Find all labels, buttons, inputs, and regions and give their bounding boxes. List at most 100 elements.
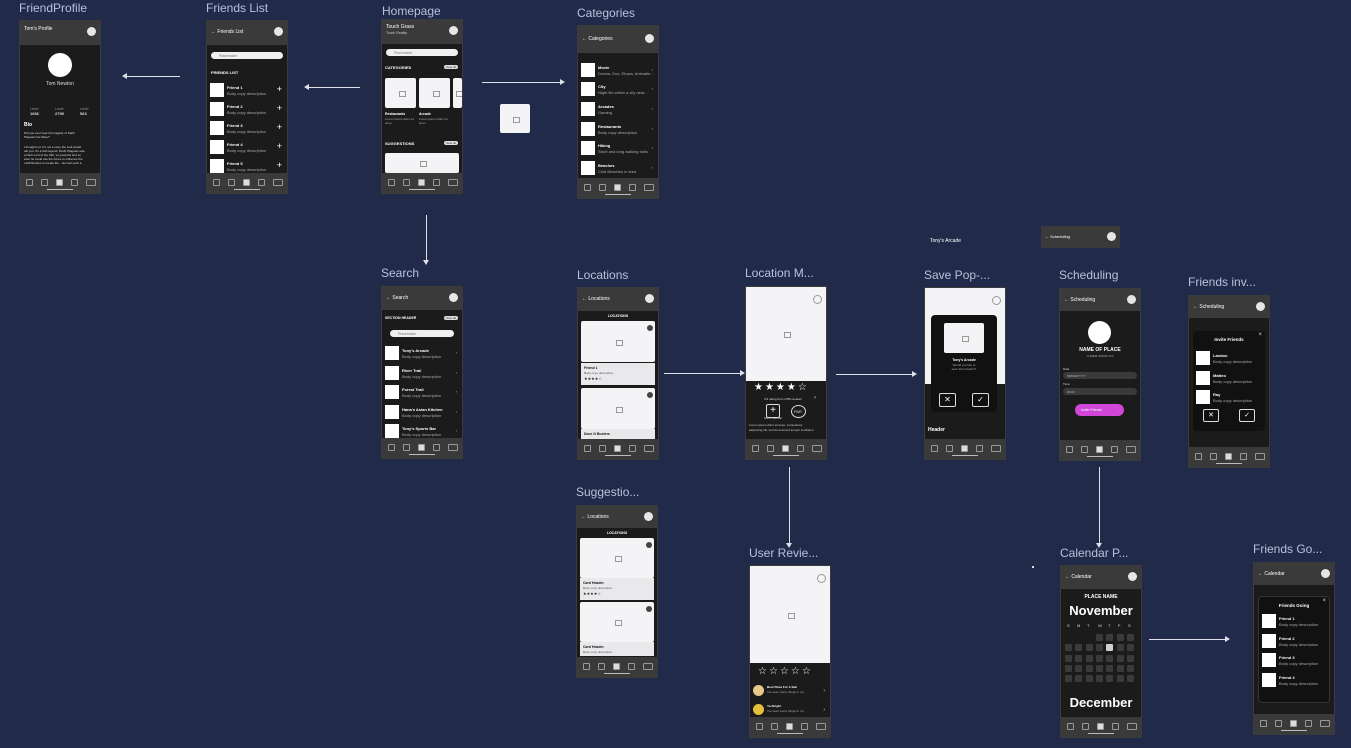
bottom-nav[interactable] — [382, 173, 462, 193]
home-icon[interactable] — [756, 723, 763, 730]
category-card-image[interactable] — [385, 78, 416, 108]
grid-icon[interactable] — [1097, 723, 1104, 730]
grid-icon[interactable] — [56, 179, 63, 186]
suggestions-frame[interactable]: ← Locations LOCATIONS Card Header Body c… — [576, 505, 658, 678]
bottom-nav[interactable] — [1189, 447, 1269, 467]
bottom-nav[interactable] — [207, 173, 287, 193]
star-icon[interactable] — [403, 179, 410, 186]
friends-list-frame[interactable]: ← Friends List Placeholder FRIENDS LIST … — [206, 20, 288, 194]
calendar-header-title[interactable]: ← Calendar — [1065, 574, 1092, 580]
add-icon[interactable]: + — [276, 122, 282, 132]
calendar-day-cell[interactable] — [1126, 664, 1134, 672]
calendar-frame[interactable]: ← Calendar PLACE NAME November S M T W T… — [1060, 565, 1142, 738]
location-main-frame[interactable]: ★★★★☆ 4.9 rating from 1789 reviews › + A… — [745, 286, 827, 460]
star-icon[interactable] — [41, 179, 48, 186]
home-icon[interactable] — [1195, 453, 1202, 460]
home-icon[interactable] — [388, 444, 395, 451]
bookmark-icon[interactable] — [647, 392, 653, 398]
search-icon[interactable] — [1240, 453, 1247, 460]
bookmark-icon[interactable] — [992, 296, 1001, 305]
categories-header-title[interactable]: ← Categories — [582, 36, 613, 42]
calendar-day-cell[interactable] — [1065, 634, 1072, 641]
home-icon[interactable] — [1066, 446, 1073, 453]
calendar-day-cell[interactable] — [1116, 644, 1124, 652]
star-icon[interactable] — [403, 444, 410, 451]
grid-icon[interactable] — [1096, 446, 1103, 453]
friends-icon[interactable] — [644, 184, 654, 191]
calendar-day-cell[interactable] — [1075, 654, 1083, 662]
search-icon[interactable] — [433, 179, 440, 186]
close-icon[interactable]: ✕ — [1203, 409, 1219, 422]
close-icon[interactable]: × — [1258, 332, 1262, 338]
add-calendar-icon[interactable]: + — [766, 404, 780, 418]
bottom-nav[interactable] — [20, 173, 100, 193]
calendar-day-cell[interactable] — [1095, 644, 1103, 652]
friend-profile-frame[interactable]: Tom's Profile Tom Newton Level 1666 Leve… — [19, 20, 101, 194]
star-icon[interactable] — [771, 723, 778, 730]
star-icon[interactable] — [228, 179, 235, 186]
grid-icon[interactable] — [614, 445, 621, 452]
calendar-day-cell[interactable] — [1095, 664, 1103, 672]
friends-icon[interactable] — [1255, 453, 1265, 460]
location-card-image[interactable] — [580, 538, 654, 578]
search-icon[interactable] — [71, 179, 78, 186]
calendar-day-cell[interactable] — [1085, 654, 1093, 662]
calendar-day-cell[interactable] — [1095, 654, 1103, 662]
search-icon[interactable] — [1305, 720, 1312, 727]
locations-header-title[interactable]: ← Locations — [582, 296, 610, 302]
ar-icon[interactable]: PAR — [791, 405, 806, 418]
calendar-grid[interactable] — [1065, 634, 1137, 686]
user-reviews-frame[interactable]: ☆☆☆☆☆ Best Place For A Sub I've seen man… — [749, 565, 831, 738]
location-card-body[interactable] — [581, 429, 655, 439]
bottom-nav[interactable] — [1061, 717, 1141, 737]
add-icon[interactable]: + — [276, 160, 282, 170]
bookmark-icon[interactable] — [813, 295, 822, 304]
bookmark-icon[interactable] — [817, 574, 826, 583]
bottom-nav[interactable] — [746, 439, 826, 459]
calendar-day-cell[interactable] — [1086, 634, 1093, 641]
card-body[interactable] — [580, 578, 654, 600]
grid-icon[interactable] — [418, 444, 425, 451]
star-icon[interactable] — [1210, 453, 1217, 460]
bottom-nav[interactable] — [577, 657, 657, 677]
friends-icon[interactable] — [812, 445, 822, 452]
grid-icon[interactable] — [961, 445, 968, 452]
grid-icon[interactable] — [782, 445, 789, 452]
card-body[interactable] — [580, 642, 654, 656]
star-icon[interactable] — [599, 445, 606, 452]
grid-icon[interactable] — [613, 663, 620, 670]
calendar-day-cell[interactable] — [1126, 675, 1134, 683]
calendar-day-cell[interactable] — [1065, 644, 1072, 652]
suggestions-header-title[interactable]: ← Locations — [581, 514, 609, 520]
calendar-day-cell[interactable] — [1075, 634, 1082, 641]
bottom-nav[interactable] — [750, 717, 830, 737]
calendar-day-cell[interactable] — [1126, 634, 1134, 641]
add-icon[interactable]: + — [276, 84, 282, 94]
bottom-nav[interactable] — [578, 178, 658, 198]
calendar-day-cell[interactable] — [1106, 644, 1114, 652]
rating-stars-icon[interactable]: ☆☆☆☆☆ — [758, 666, 813, 677]
location-card-image[interactable] — [580, 602, 654, 642]
invite-friends-button[interactable]: Invite Friends — [1075, 404, 1124, 416]
star-icon[interactable] — [598, 663, 605, 670]
search-frame[interactable]: ← Search SECTION HEADER View all Placeho… — [381, 286, 463, 459]
star-icon[interactable] — [767, 445, 774, 452]
bottom-nav[interactable] — [578, 439, 658, 459]
search-icon[interactable] — [629, 445, 636, 452]
bookmark-icon[interactable] — [647, 325, 653, 331]
search-icon[interactable] — [258, 179, 265, 186]
grid-icon[interactable] — [786, 723, 793, 730]
